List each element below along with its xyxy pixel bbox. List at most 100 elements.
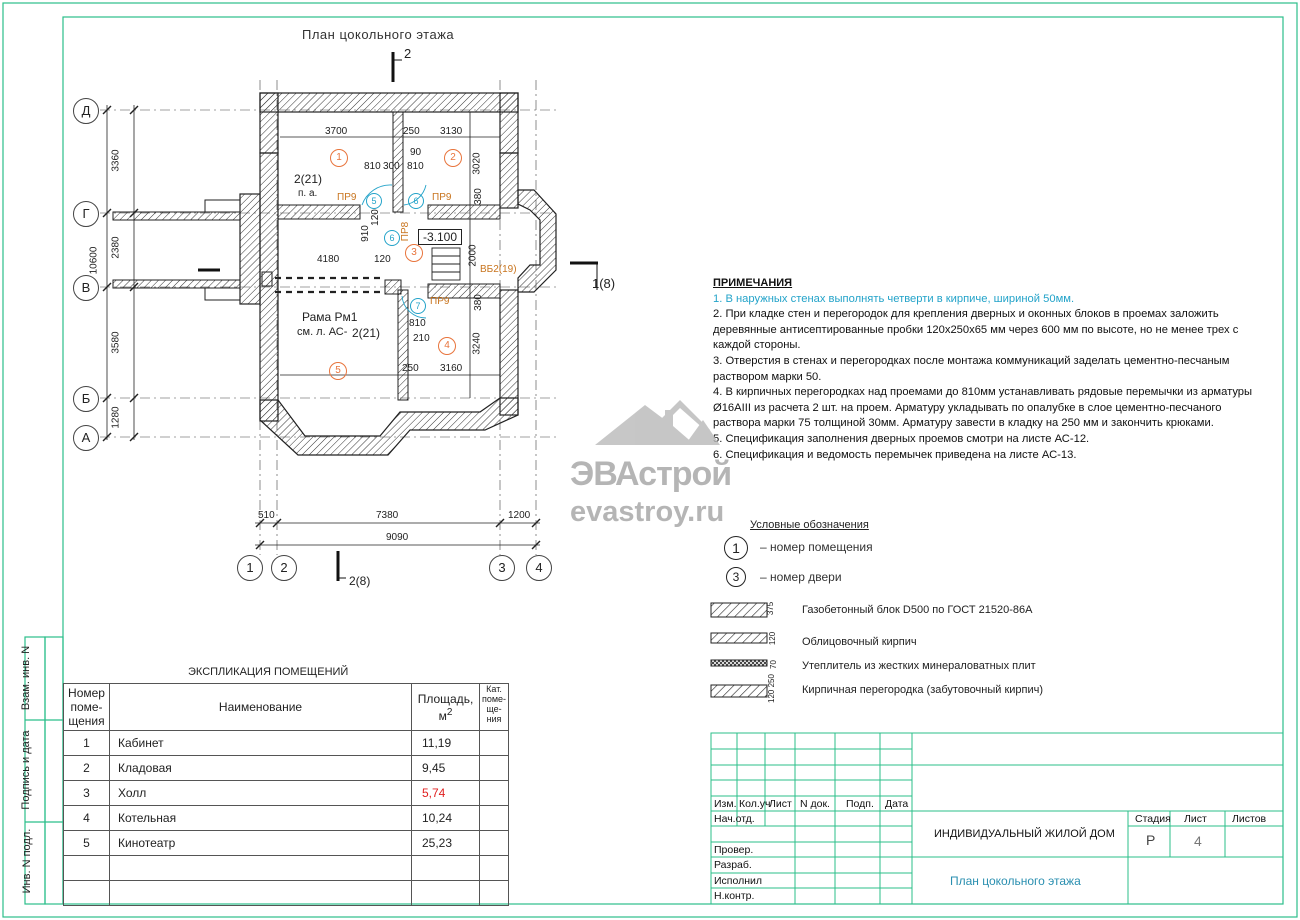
tb-sheet-label: Лист bbox=[1184, 813, 1207, 825]
door-number-6a: 6 bbox=[408, 193, 424, 209]
legend-mat-3: Утеплитель из жестких минераловатных пли… bbox=[802, 660, 1036, 672]
room-name: Кинотеатр bbox=[109, 830, 412, 856]
explication-title: ЭКСПЛИКАЦИЯ ПОМЕЩЕНИЙ bbox=[188, 666, 349, 678]
legend-door-symbol: 3 bbox=[726, 567, 746, 587]
tb-stage-value: Р bbox=[1146, 832, 1156, 848]
dim-210: 210 bbox=[413, 333, 430, 344]
note-3: 3. Отверстия в стенах и перегородках пос… bbox=[713, 354, 1230, 383]
col-area-sup: 2 bbox=[446, 706, 453, 718]
note-6: 6. Спецификация и ведомость перемычек пр… bbox=[713, 448, 1077, 461]
room-name: Котельная bbox=[109, 805, 412, 831]
tb-sheets-label: Листов bbox=[1232, 813, 1267, 825]
door-mark-pr9-b: ПР9 bbox=[432, 192, 452, 203]
door-number-7: 7 bbox=[410, 298, 426, 314]
col-name-header: Наименование bbox=[109, 683, 412, 731]
door-number-6b: 6 bbox=[384, 230, 400, 246]
watermark-site: evastroy.ru bbox=[570, 496, 725, 528]
dim-90: 90 bbox=[410, 147, 422, 158]
dim-bottom-510: 510 bbox=[258, 510, 275, 521]
table-row-empty bbox=[63, 855, 509, 881]
room-marker-3: 3 bbox=[405, 244, 423, 262]
frame-ref: см. л. АС- bbox=[297, 326, 348, 338]
col-area-header: Площадь, м2 bbox=[411, 683, 480, 731]
tb-sheet-value: 4 bbox=[1194, 833, 1202, 849]
room-name: Кабинет bbox=[109, 730, 412, 756]
room-marker-1: 1 bbox=[330, 149, 348, 167]
callout-pa: п. а. bbox=[298, 188, 318, 199]
note-1: 1. В наружных стенах выполнять четверти … bbox=[713, 292, 1075, 305]
tb-col-list: Лист bbox=[769, 798, 792, 810]
dim-810-b: 810 bbox=[407, 161, 424, 172]
legend-room-symbol: 1 bbox=[724, 536, 748, 560]
tb-sheet-title: План цокольного этажа bbox=[950, 874, 1081, 888]
tb-project: ИНДИВИДУАЛЬНЫЙ ЖИЛОЙ ДОМ bbox=[934, 828, 1115, 840]
axis-col-4: 4 bbox=[526, 555, 552, 581]
tb-role-razrab: Разраб. bbox=[714, 859, 752, 871]
dim-120-a: 120 bbox=[374, 254, 391, 265]
axis-row-A: А bbox=[73, 425, 99, 451]
tb-col-koluch: Кол.уч bbox=[739, 798, 771, 810]
notes-header: ПРИМЕЧАНИЯ bbox=[713, 277, 793, 289]
lintel-mark: ВБ2(19) bbox=[480, 264, 517, 275]
col-area-label: Площадь, м bbox=[417, 691, 474, 723]
callout-2-21-a: 2(21) bbox=[294, 172, 323, 186]
room-area: 10,24 bbox=[411, 805, 480, 831]
axis-row-G: Г bbox=[73, 201, 99, 227]
room-area-highlight: 5,74 bbox=[411, 780, 480, 806]
tb-role-ispolnil: Исполнил bbox=[714, 875, 763, 887]
note-4: 4. В кирпичных перегородках над проемами… bbox=[713, 386, 1253, 430]
legend-room-label: – номер помещения bbox=[760, 540, 873, 554]
dim-bottom-7380: 7380 bbox=[376, 510, 399, 521]
section-top-label: 2 bbox=[404, 46, 412, 61]
level-mark: -3.100 bbox=[418, 229, 463, 245]
dim-3160: 3160 bbox=[440, 363, 463, 374]
dim-3700: 3700 bbox=[325, 126, 348, 137]
explication-table: Номер поме- щения Наименование Площадь, … bbox=[63, 683, 509, 906]
dim-250-top: 250 bbox=[403, 126, 420, 137]
legend-mat-2: Облицовочный кирпич bbox=[802, 636, 917, 648]
tb-col-podp: Подп. bbox=[846, 798, 874, 810]
axis-row-B: Б bbox=[73, 386, 99, 412]
door-mark-pr9-a: ПР9 bbox=[337, 192, 357, 203]
legend-title: Условные обозначения bbox=[750, 519, 869, 531]
callout-2-21-b: 2(21) bbox=[352, 326, 381, 340]
door-number-5: 5 bbox=[366, 193, 382, 209]
floor-plan bbox=[100, 52, 598, 581]
explication-header-row: Номер поме- щения Наименование Площадь, … bbox=[63, 683, 509, 731]
tb-role-nachotd: Нач.отд. bbox=[714, 813, 755, 825]
frame-label: Рама Рм1 bbox=[302, 310, 358, 324]
section-right-label: 1(8) bbox=[592, 276, 616, 291]
axis-row-V: В bbox=[73, 275, 99, 301]
dim-3130: 3130 bbox=[440, 126, 463, 137]
dim-bottom-1200: 1200 bbox=[508, 510, 531, 521]
col-cat-header: Кат. поме- ще- ния bbox=[479, 683, 509, 731]
watermark-logo-icon bbox=[595, 400, 720, 445]
legend-hatches bbox=[710, 602, 768, 698]
tb-role-prover: Провер. bbox=[714, 844, 754, 856]
tb-stage-label: Стадия bbox=[1135, 813, 1171, 825]
door-mark-pr9-c: ПР9 bbox=[430, 296, 450, 307]
axis-col-1: 1 bbox=[237, 555, 263, 581]
axis-row-D: Д bbox=[73, 98, 99, 124]
axis-col-3: 3 bbox=[489, 555, 515, 581]
axis-col-2: 2 bbox=[271, 555, 297, 581]
tb-col-ndok: N док. bbox=[800, 798, 830, 810]
tb-role-nkontr: Н.контр. bbox=[714, 890, 755, 902]
room-marker-2: 2 bbox=[444, 149, 462, 167]
room-name: Холл bbox=[109, 780, 412, 806]
dim-bottom-9090: 9090 bbox=[386, 532, 409, 543]
legend-mat-4: Кирпичная перегородка (забутовочный кирп… bbox=[802, 684, 1044, 696]
plan-title: План цокольного этажа bbox=[302, 27, 455, 42]
watermark-brand: ЭВАстрой bbox=[570, 455, 732, 493]
room-num: 1 bbox=[63, 730, 110, 756]
legend-mat-1: Газобетонный блок D500 по ГОСТ 21520-86А bbox=[802, 604, 1033, 616]
dim-810-a: 810 bbox=[364, 161, 381, 172]
note-2: 2. При кладке стен и перегородок для кре… bbox=[713, 308, 1239, 352]
dim-4180: 4180 bbox=[317, 254, 340, 265]
room-cat bbox=[479, 805, 509, 831]
